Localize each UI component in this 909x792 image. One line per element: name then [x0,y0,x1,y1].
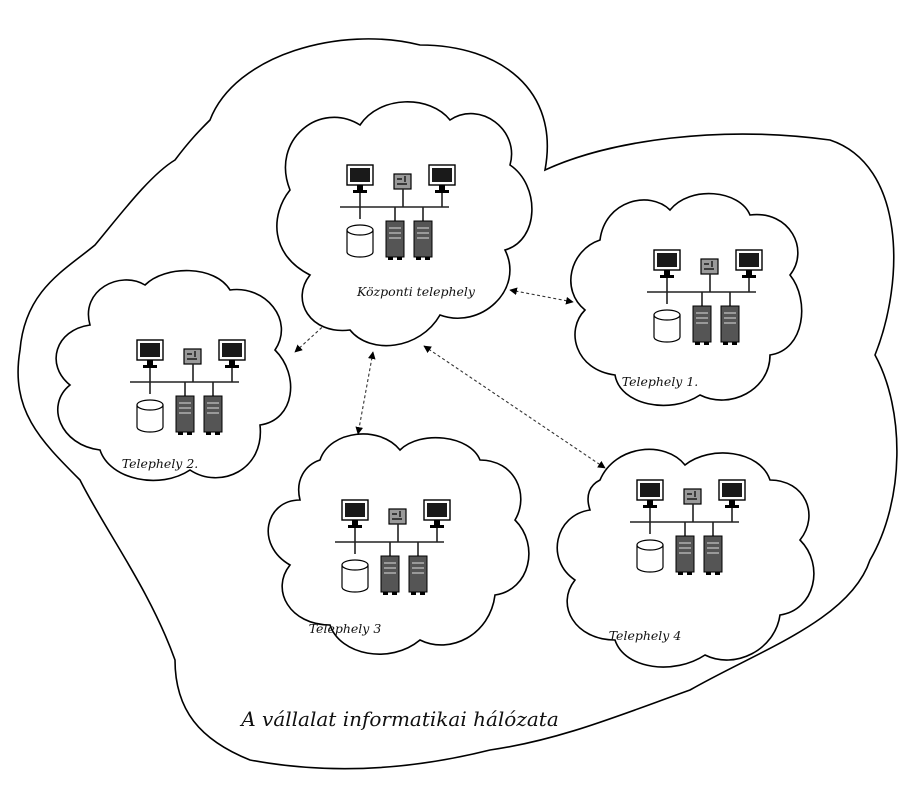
site-cloud-t2: Telephely 2. [55,269,292,482]
site-label: Telephely 3 [309,621,382,636]
site-label: Telephely 4 [609,628,682,643]
site-label: Telephely 1. [622,374,699,389]
site-label: Központi telephely [356,284,476,299]
link-line [423,345,606,469]
outer-network-label: A vállalat informatikai hálózata [239,707,559,731]
site-cloud-t1: Telephely 1. [570,192,803,407]
site-label: Telephely 2. [122,456,199,471]
link-line [355,351,376,435]
site-cloud-kozponti: Központi telephely [276,101,533,347]
site-cloud-t4: Telephely 4 [556,448,815,668]
site-cloud-t3: Telephely 3 [267,433,530,655]
